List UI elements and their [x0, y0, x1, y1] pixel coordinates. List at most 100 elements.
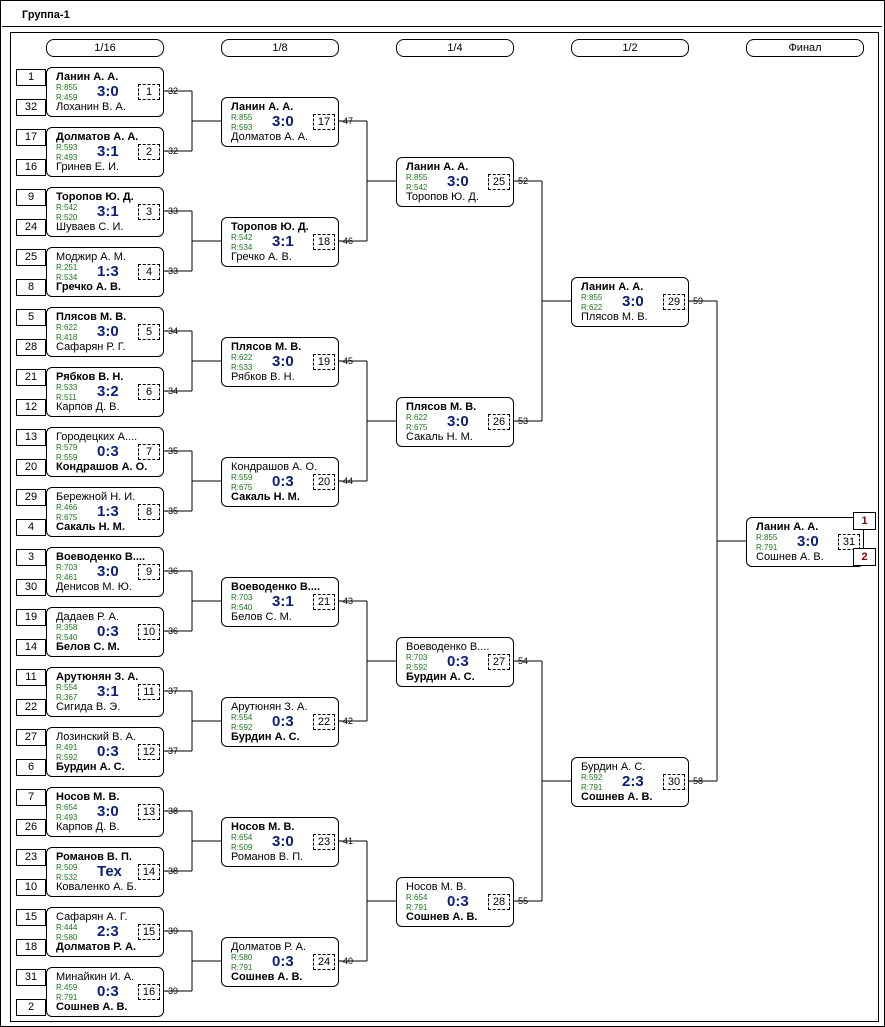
player-1-name: Сафарян А. Г.	[56, 911, 128, 923]
first-place-marker: 1	[853, 512, 876, 530]
player-2-name: Денисов М. Ю.	[56, 581, 132, 593]
loser-destination: -53	[515, 416, 529, 426]
player-2-name: Сошнев А. В.	[56, 1001, 128, 1013]
title-divider	[2, 26, 882, 27]
match-number: 6	[138, 384, 160, 400]
player-2-rating: R:418	[56, 333, 78, 342]
seed-number: 25	[16, 249, 46, 266]
match-score: 0:3	[272, 473, 294, 490]
player-1-rating: R:251	[56, 263, 78, 272]
match-number: 14	[138, 864, 160, 880]
player-1-name: Арутюнян З. А.	[231, 701, 308, 713]
bracket-panel	[10, 32, 879, 1022]
player-2-name: Сигида В. Э.	[56, 701, 121, 713]
player-1-name: Торопов Ю. Д.	[231, 221, 309, 233]
player-1-rating: R:855	[56, 83, 78, 92]
player-2-name: Бурдин А. С.	[56, 761, 125, 773]
match-score: 3:0	[447, 173, 469, 190]
player-1-rating: R:855	[406, 173, 428, 182]
seed-number: 28	[16, 339, 46, 356]
loser-destination: -47	[340, 116, 354, 126]
match-score: 3:1	[272, 593, 294, 610]
player-2-name: Рябков В. Н.	[231, 371, 295, 383]
player-1-rating: R:654	[231, 833, 253, 842]
player-1-name: Носов М. В.	[56, 791, 120, 803]
match-score: 3:0	[797, 533, 819, 550]
seed-number: 5	[16, 309, 46, 326]
player-1-name: Воеводенко В....	[406, 641, 490, 653]
player-1-rating: R:466	[56, 503, 78, 512]
loser-destination: -36	[165, 626, 179, 636]
loser-destination: -52	[515, 176, 529, 186]
seed-number: 13	[16, 429, 46, 446]
player-1-name: Бережной Н. И.	[56, 491, 136, 503]
loser-destination: -43	[340, 596, 354, 606]
match-number: 17	[313, 114, 335, 130]
round-header: 1/8	[221, 39, 339, 57]
player-2-rating: R:593	[231, 123, 253, 132]
player-1-name: Арутюнян З. А.	[56, 671, 139, 683]
player-2-name: Сакаль Н. М.	[56, 521, 125, 533]
player-1-name: Дадаев Р. А.	[56, 611, 119, 623]
player-2-name: Гречко А. В.	[231, 251, 292, 263]
round-header: 1/2	[571, 39, 689, 57]
match-score: 3:0	[97, 803, 119, 820]
loser-destination: -36	[165, 566, 179, 576]
second-place-marker: 2	[853, 548, 876, 566]
player-1-rating: R:554	[56, 683, 78, 692]
player-1-name: Бурдин А. С.	[581, 761, 646, 773]
player-1-rating: R:554	[231, 713, 253, 722]
seed-number: 17	[16, 129, 46, 146]
player-1-rating: R:593	[56, 143, 78, 152]
player-2-name: Бурдин А. С.	[406, 671, 475, 683]
seed-number: 12	[16, 399, 46, 416]
player-2-name: Сошнев А. В.	[581, 791, 653, 803]
player-2-rating: R:520	[56, 213, 78, 222]
loser-destination: -54	[515, 656, 529, 666]
player-1-name: Городецких А....	[56, 431, 138, 443]
match-number: 12	[138, 744, 160, 760]
player-2-rating: R:511	[56, 393, 77, 402]
loser-destination: -41	[340, 836, 354, 846]
loser-destination: -58	[690, 776, 704, 786]
player-1-name: Носов М. В.	[231, 821, 295, 833]
match-score: 3:2	[97, 383, 119, 400]
match-score: 3:0	[272, 113, 294, 130]
player-2-rating: R:592	[406, 663, 428, 672]
player-1-name: Воеводенко В....	[231, 581, 321, 593]
match-number: 20	[313, 474, 335, 490]
match-score: 3:1	[97, 143, 119, 160]
match-score: 2:3	[622, 773, 644, 790]
